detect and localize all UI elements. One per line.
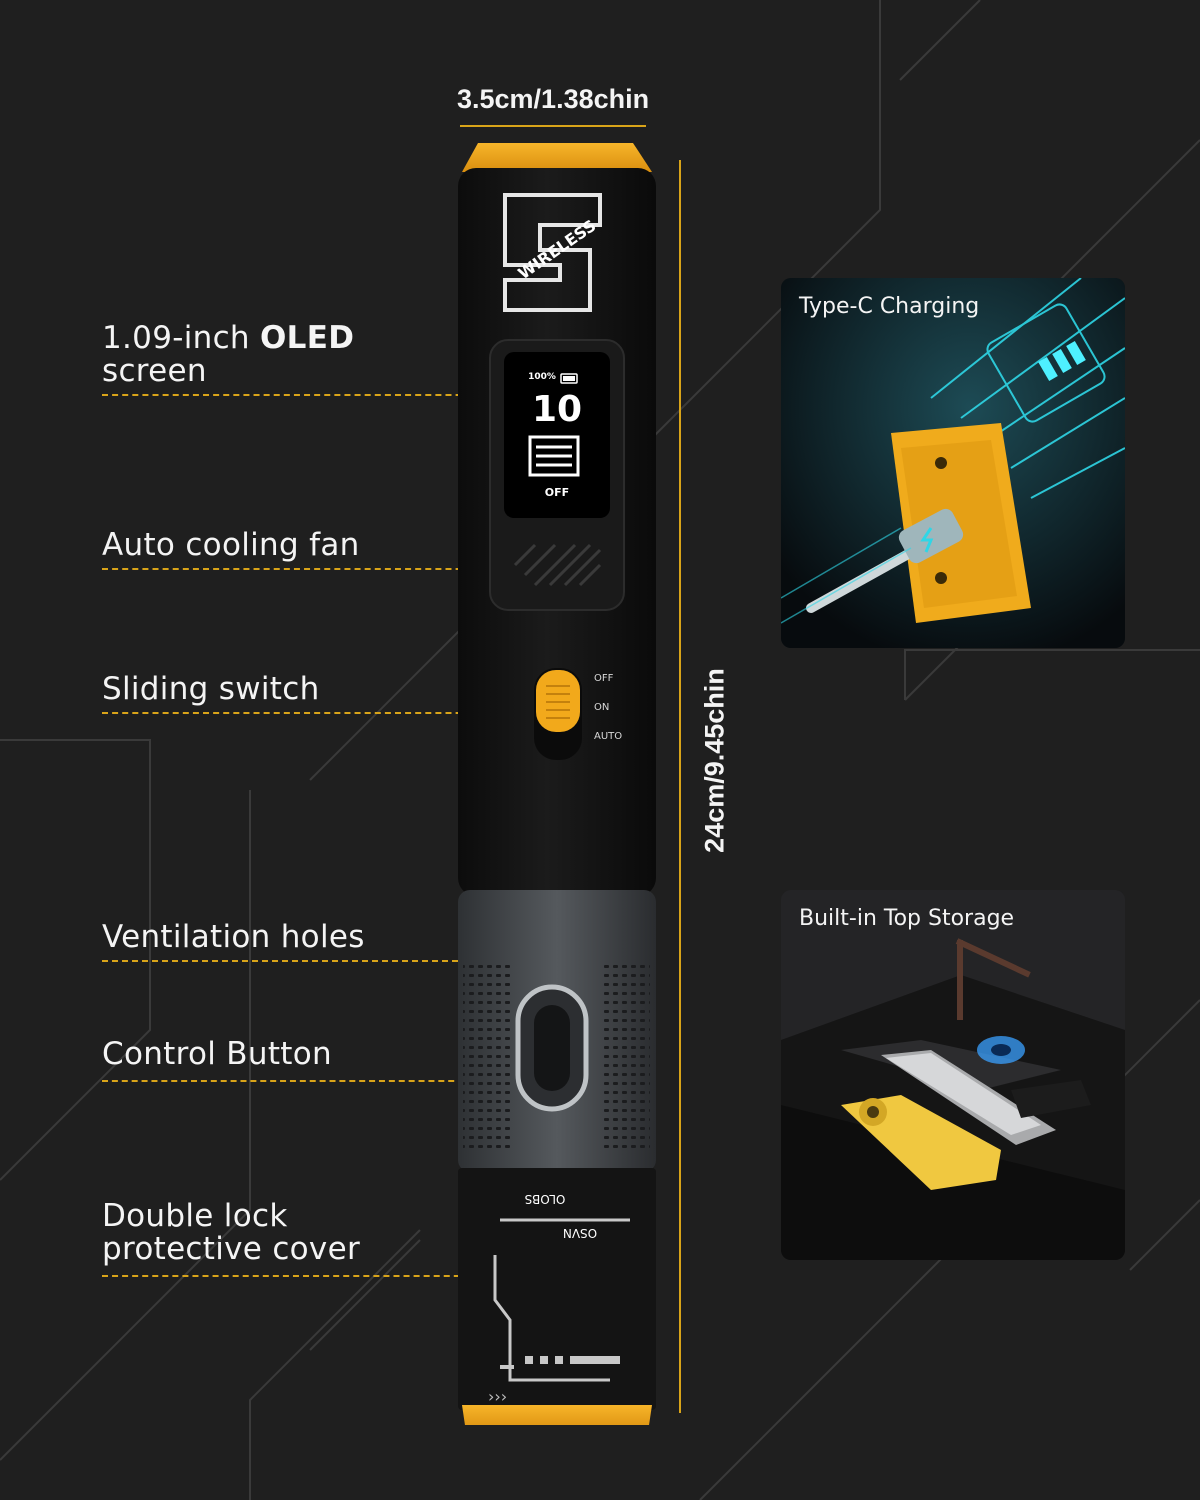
cover-line1-text: Double lock (102, 1198, 288, 1234)
screen-battery-text: 100% (528, 372, 556, 382)
lower-body (458, 1168, 656, 1410)
charging-illustration (781, 278, 1125, 648)
oled-leader-line (102, 394, 502, 396)
screen-mode-text: OFF (544, 486, 570, 499)
oled-bold-text: OLED (260, 320, 355, 356)
switch-option-on: ON (594, 702, 610, 713)
wireless-logo (503, 193, 602, 312)
storage-card-title: Built-in Top Storage (799, 906, 1015, 931)
oled-prefix-text: 1.09-inch (102, 320, 261, 356)
cooling-fan-label: Auto cooling fan (102, 527, 360, 563)
svg-text:›››: ››› (488, 1387, 507, 1406)
protective-cover-leader-line (102, 1275, 500, 1277)
switch-option-off: OFF (594, 673, 614, 684)
height-dimension-line (679, 160, 681, 1413)
width-dimension-label: 3.5cm/1.38chin (457, 84, 650, 114)
device-body: ››› (458, 143, 656, 1425)
sliding-switch-label: Sliding switch (102, 671, 320, 707)
screen-fan-icon (528, 435, 580, 477)
cooling-fan-leader-line (102, 568, 502, 570)
storage-illustration (781, 890, 1125, 1260)
width-dimension-line (460, 125, 646, 127)
oled-suffix-text: screen (102, 353, 207, 389)
switch-option-auto: AUTO (594, 731, 623, 742)
cover-text-1: OLOBS (524, 1192, 566, 1206)
top-storage-card: Built-in Top Storage (781, 890, 1125, 1260)
oled-screen-label: 1.09-inch OLED screen (102, 322, 354, 388)
height-dimension-label: 24cm/9.45chin (699, 668, 730, 853)
screen-value-text: 10 (531, 389, 583, 430)
cover-text-2: OSVN (562, 1226, 598, 1240)
ventilation-holes-label: Ventilation holes (102, 919, 365, 955)
ventilation-leader-line (102, 960, 458, 962)
top-cap (462, 143, 652, 172)
sliding-switch-leader-line (102, 712, 502, 714)
protective-cover-label: Double lock protective cover (102, 1200, 360, 1266)
control-button-label: Control Button (102, 1036, 332, 1072)
charging-card-title: Type-C Charging (799, 294, 980, 319)
control-button-leader-line (102, 1080, 474, 1082)
fan-grille (513, 543, 602, 587)
bottom-cap (462, 1405, 652, 1425)
type-c-charging-card: Type-C Charging (781, 278, 1125, 648)
cover-line2-text: protective cover (102, 1231, 360, 1267)
